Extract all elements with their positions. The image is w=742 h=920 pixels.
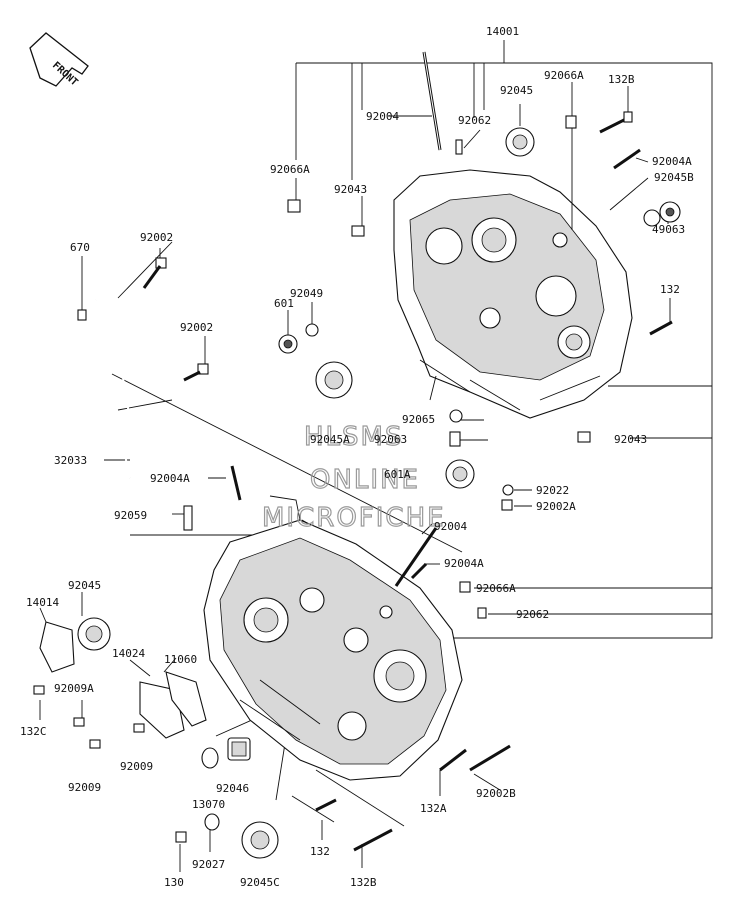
watermark: HLSMS ONLINE MICROFICHE <box>261 421 446 533</box>
callout-92004A-right: 92004A <box>652 155 692 168</box>
callout-92066A-low: 92066A <box>476 582 516 595</box>
callout-670: 670 <box>70 241 90 254</box>
callout-92045-left: 92045 <box>68 579 101 592</box>
callout-132B-low: 132B <box>350 876 377 889</box>
callout-92045B: 92045B <box>654 171 694 184</box>
callout-92059: 92059 <box>114 509 147 522</box>
callout-92063: 92063 <box>374 433 407 446</box>
callout-92002B: 92002B <box>476 787 516 800</box>
lower-crankcase <box>203 495 463 781</box>
front-arrow-icon: FRONT <box>29 32 89 88</box>
callout-92062-low: 92062 <box>516 608 549 621</box>
callout-92004-top: 92004 <box>366 110 399 123</box>
callout-92004A-mid: 92004A <box>150 472 190 485</box>
callout-92045-top: 92045 <box>500 84 533 97</box>
callout-13070: 13070 <box>192 798 225 811</box>
callout-32033: 32033 <box>54 454 87 467</box>
callout-49063: 49063 <box>652 223 685 236</box>
callout-92049: 92049 <box>290 287 323 300</box>
watermark-line-2: ONLINE <box>310 465 420 495</box>
callout-92027: 92027 <box>192 858 225 871</box>
callout-92066A-top: 92066A <box>544 69 584 82</box>
callout-14014: 14014 <box>26 596 59 609</box>
callout-132A: 132A <box>420 802 447 815</box>
callout-92065: 92065 <box>402 413 435 426</box>
small-parts <box>33 51 681 859</box>
callout-92045A: 92045A <box>310 433 350 446</box>
callout-132B-top: 132B <box>608 73 635 86</box>
bracket-lines <box>130 40 713 639</box>
upper-crankcase <box>393 169 633 419</box>
callout-92009-a: 92009 <box>68 781 101 794</box>
callout-92043-top: 92043 <box>334 183 367 196</box>
callout-601A: 601A <box>384 468 411 481</box>
callout-132-low: 132 <box>310 845 330 858</box>
callout-14001: 14001 <box>486 25 519 38</box>
callout-92066A-left: 92066A <box>270 163 310 176</box>
callout-11060: 11060 <box>164 653 197 666</box>
callout-132-right: 132 <box>660 283 680 296</box>
callout-92002-a: 92002 <box>140 231 173 244</box>
callout-92004A-low: 92004A <box>444 557 484 570</box>
callout-92009-b: 92009 <box>120 760 153 773</box>
callout-130: 130 <box>164 876 184 889</box>
callout-92043-right: 92043 <box>614 433 647 446</box>
watermark-line-3: MICROFICHE <box>262 503 446 533</box>
callout-92002A: 92002A <box>536 500 576 513</box>
callout-92046: 92046 <box>216 782 249 795</box>
callout-92009A: 92009A <box>54 682 94 695</box>
callout-601: 601 <box>274 297 294 310</box>
callout-92004-mid: 92004 <box>434 520 467 533</box>
callout-92045C: 92045C <box>240 876 280 889</box>
callout-92002-b: 92002 <box>180 321 213 334</box>
callout-14024: 14024 <box>112 647 145 660</box>
callout-132C: 132C <box>20 725 47 738</box>
callout-92062-top: 92062 <box>458 114 491 127</box>
callout-92022: 92022 <box>536 484 569 497</box>
watermark-line-1: HLSMS <box>304 422 403 452</box>
callout-labels: 14001 92066A 132B 92045 92004 92062 9200… <box>20 25 694 889</box>
